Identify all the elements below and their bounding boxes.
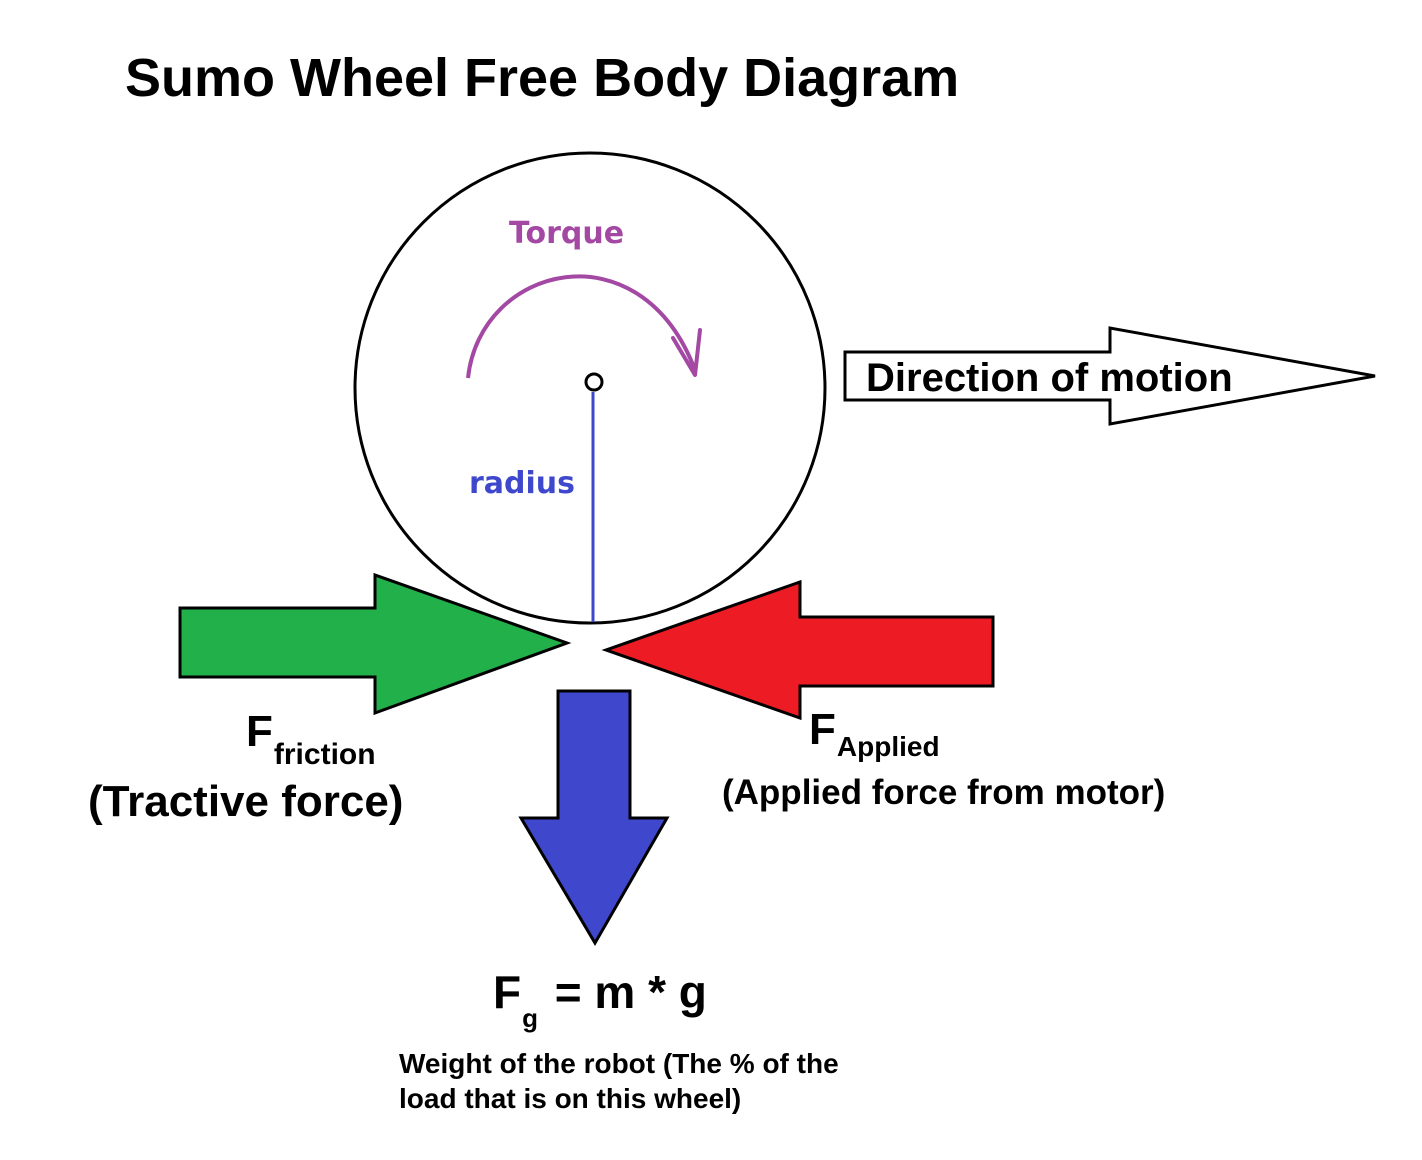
applied-arrow xyxy=(601,579,995,721)
friction-arrow xyxy=(178,572,572,716)
wheel-hub xyxy=(584,372,604,392)
radius-label: radius xyxy=(469,466,575,501)
torque-label: Torque xyxy=(509,216,624,251)
applied-subscript: Applied xyxy=(837,731,940,762)
gravity-description-line1: Weight of the robot (The % of the xyxy=(399,1048,839,1079)
applied-symbol: F xyxy=(809,705,836,754)
gravity-description-line2: load that is on this wheel) xyxy=(399,1083,741,1114)
torque-arrowhead xyxy=(671,328,702,377)
torque-arc xyxy=(466,274,697,379)
gravity-symbol: F xyxy=(493,966,521,1018)
applied-label: FApplied xyxy=(809,705,940,762)
direction-arrow xyxy=(843,326,1376,426)
direction-label: Direction of motion xyxy=(866,356,1233,400)
friction-symbol: F xyxy=(246,707,273,756)
gravity-label: Fg = m * g xyxy=(493,966,707,1033)
friction-label: Ffriction xyxy=(246,707,376,771)
friction-description: (Tractive force) xyxy=(88,777,403,826)
gravity-subscript: g xyxy=(522,1003,538,1033)
diagram-title: Sumo Wheel Free Body Diagram xyxy=(125,48,959,108)
friction-subscript: friction xyxy=(274,738,376,771)
gravity-arrow xyxy=(518,689,670,946)
gravity-equation: = m * g xyxy=(542,966,707,1018)
applied-description: (Applied force from motor) xyxy=(722,773,1165,812)
